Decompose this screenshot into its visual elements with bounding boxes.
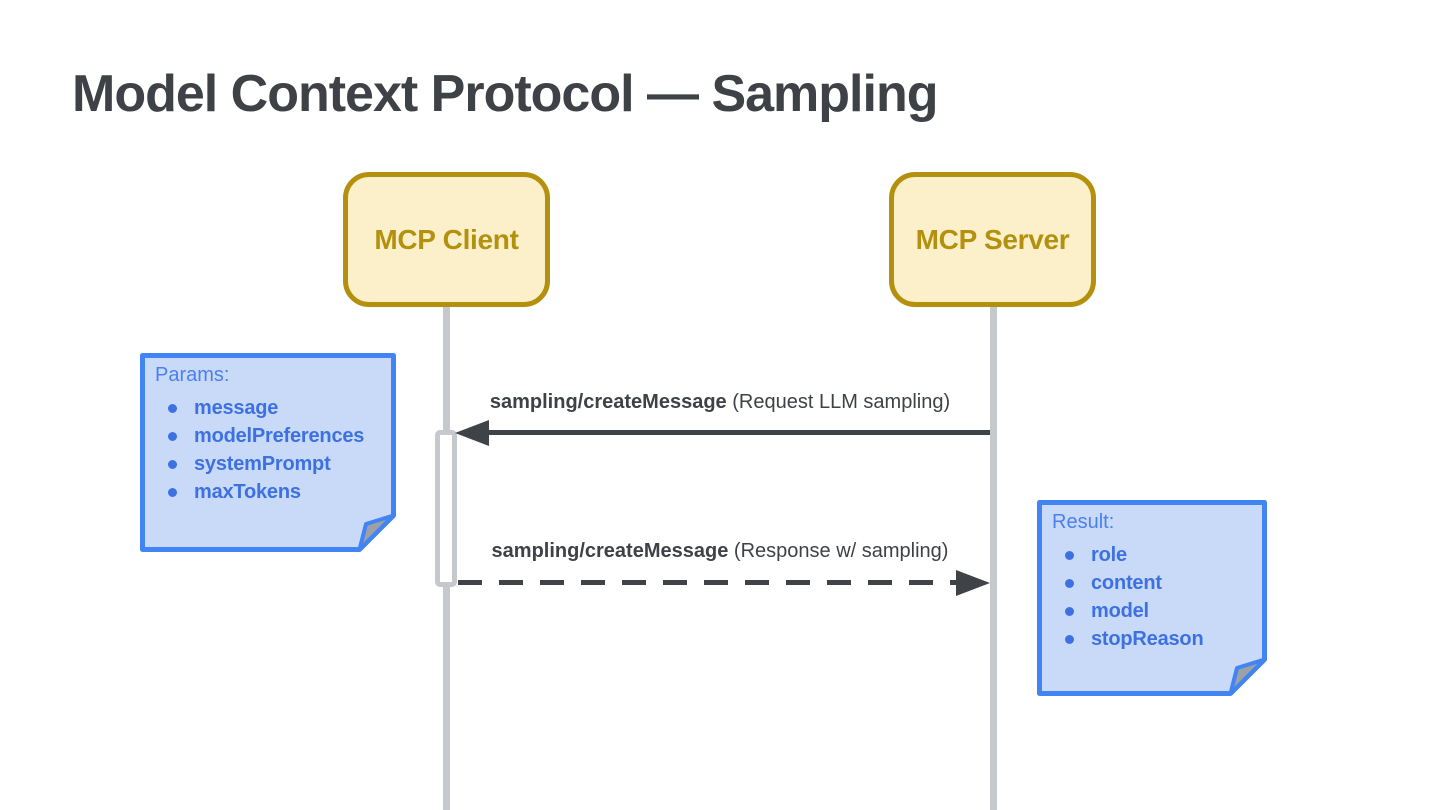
folded-corner-icon	[357, 513, 396, 552]
note-item-text: maxTokens	[194, 480, 301, 503]
list-item: modelPreferences	[155, 422, 390, 450]
note-result: Result: role content model stopReason	[1037, 500, 1267, 696]
message-2-label: sampling/createMessage(Response w/ sampl…	[450, 540, 990, 563]
note-item-text: systemPrompt	[194, 452, 331, 475]
arrowhead-left-icon	[455, 420, 489, 446]
message-2-annotation: (Response w/ sampling)	[733, 540, 949, 562]
note-params-list: message modelPreferences systemPrompt ma…	[155, 394, 390, 506]
note-params: Params: message modelPreferences systemP…	[140, 353, 396, 552]
message-1-annotation: (Request LLM sampling)	[732, 391, 951, 413]
note-result-list: role content model stopReason	[1052, 541, 1261, 653]
list-item: role	[1052, 541, 1261, 569]
bullet-icon	[168, 487, 177, 497]
note-item-text: role	[1091, 543, 1127, 566]
bullet-icon	[168, 459, 177, 469]
note-result-title: Result:	[1052, 511, 1115, 533]
activation-bar-client	[435, 430, 457, 587]
list-item: content	[1052, 569, 1261, 597]
bullet-icon	[1065, 550, 1074, 560]
note-params-title: Params:	[155, 364, 230, 386]
folded-corner-icon	[1228, 657, 1267, 696]
slide-title: Model Context Protocol — Sampling	[72, 65, 938, 123]
arrowhead-right-icon	[956, 570, 990, 596]
note-item-text: model	[1091, 599, 1149, 622]
message-1-method: sampling/createMessage	[489, 391, 727, 413]
note-item-text: modelPreferences	[194, 424, 365, 447]
list-item: maxTokens	[155, 478, 390, 506]
actor-box-mcp-server: MCP Server	[889, 172, 1096, 307]
list-item: model	[1052, 597, 1261, 625]
lifeline-server	[990, 305, 997, 810]
message-1-line	[486, 430, 990, 435]
bullet-icon	[1065, 634, 1074, 644]
bullet-icon	[168, 403, 177, 413]
actor-label-mcp-server: MCP Server	[915, 223, 1070, 255]
message-1-label: sampling/createMessage(Request LLM sampl…	[450, 391, 990, 414]
bullet-icon	[1065, 578, 1074, 588]
note-item-text: stopReason	[1091, 627, 1204, 650]
actor-label-mcp-client: MCP Client	[374, 223, 519, 255]
list-item: message	[155, 394, 390, 422]
bullet-icon	[1065, 606, 1074, 616]
list-item: systemPrompt	[155, 450, 390, 478]
note-item-text: message	[194, 396, 279, 419]
message-2-method: sampling/createMessage	[491, 540, 729, 562]
list-item: stopReason	[1052, 625, 1261, 653]
note-result-background	[1037, 500, 1267, 696]
note-item-text: content	[1091, 571, 1162, 594]
actor-box-mcp-client: MCP Client	[343, 172, 550, 307]
note-params-background	[140, 353, 396, 552]
bullet-icon	[168, 431, 177, 441]
message-2-line	[458, 580, 956, 585]
